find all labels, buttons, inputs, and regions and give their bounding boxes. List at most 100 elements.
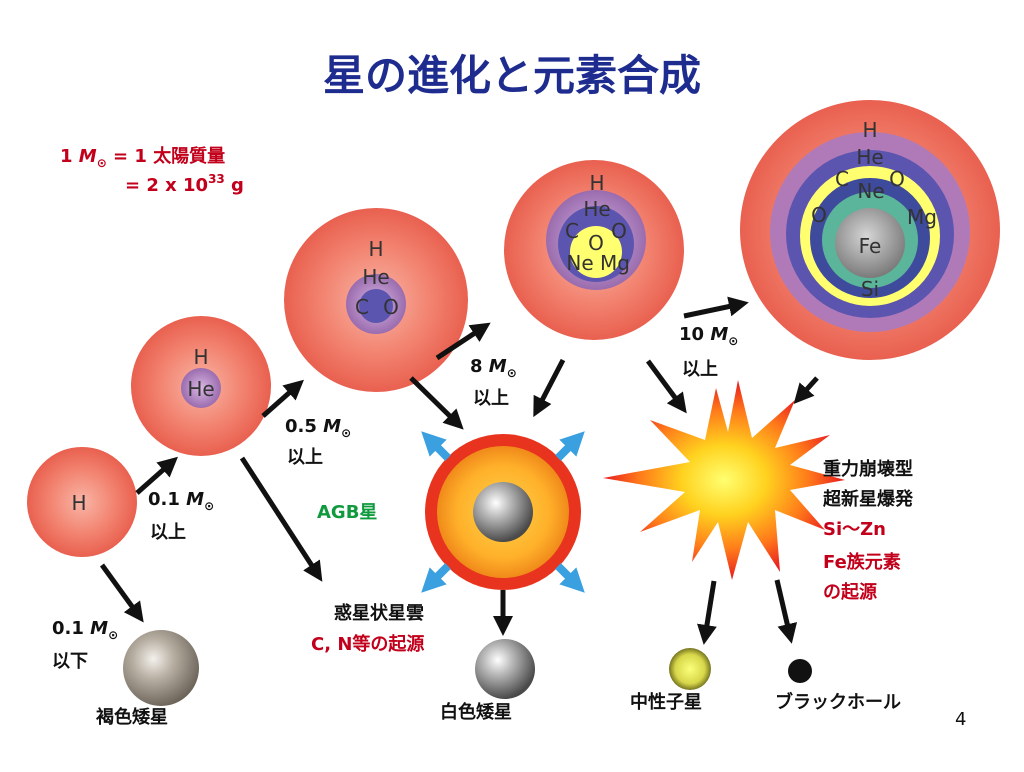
threshold-number: 10 [679,324,710,345]
star-5-element-he: He [856,145,883,169]
arrow-star3-agb [409,376,464,430]
mass-unit-line2-pre: = 2 x 10 [125,175,208,196]
star-5-element-fe: Fe [859,234,882,258]
star-5-element-mg: Mg [907,205,937,229]
black-hole-label: ブラックホール [775,691,901,713]
threshold-text: 以上 [473,388,509,409]
threshold-sub: ⊙ [507,366,517,380]
neutron-star-label: 中性子星 [630,691,702,713]
mass-unit-line1-pre: 1 [60,146,79,167]
supernova-label-line1: 重力崩壊型 [823,458,913,480]
mass-unit-symbol: M [79,146,97,167]
mass-unit-sub: ⊙ [97,156,107,170]
threshold-number: 0.5 [285,416,323,437]
arrow-star4-star5 [683,296,749,319]
mass-unit-definition: 1 M⊙ = 1 太陽質量 = 2 x 1033 g [60,145,244,196]
svg-text:0.5 M⊙: 0.5 M⊙ [285,416,351,440]
threshold-8-above: 8 M⊙ 以上 [470,356,517,409]
star-3-element-o: O [383,295,399,319]
supernova-label-line5: の起源 [823,581,877,603]
star-5-element-c: C [835,167,849,191]
arrow-star1-brown-dwarf [99,563,144,623]
svg-text:= 2 x 1033 g: = 2 x 1033 g [125,172,244,196]
outflow-arrow-nw [421,431,451,461]
supernova-label-line2: 超新星爆発 [823,488,914,510]
star-5-element-o-inner: O [811,203,827,227]
threshold-sub: ⊙ [728,334,738,348]
star-2-he-core [181,368,221,408]
threshold-0-1-below: 0.1 M⊙ 以下 [52,618,118,672]
mass-unit-line1-post: = 1 太陽質量 [107,145,225,167]
threshold-unit: M [323,416,341,437]
arrow-star3-star4 [435,322,491,361]
brown-dwarf [123,630,199,706]
agb-outflow-arrows [421,431,585,593]
arrow-star4-agb [533,358,566,418]
black-hole [788,659,812,683]
white-dwarf-label: 白色矮星 [440,701,512,723]
nebula-label: 惑星状星雲 [334,602,424,624]
threshold-10-above: 10 M⊙ 以上 [679,324,738,380]
threshold-unit: M [710,324,728,345]
star-1-envelope [27,447,137,557]
threshold-text: 以上 [682,359,718,380]
threshold-0-1-above: 0.1 M⊙ 以上 [148,489,214,543]
neutron-star [669,648,711,690]
star-3-element-h: H [368,237,383,261]
evolution-arrows [99,296,819,645]
star-4-element-ne: Ne [566,251,593,275]
arrow-star1-star2 [135,456,178,495]
agb-core [473,482,533,542]
arrow-star5-supernova [793,376,819,404]
threshold-number: 0.1 [148,489,186,510]
outflow-arrow-se [555,563,585,593]
star-2-element-h: H [193,345,208,369]
star-5-element-h: H [862,118,877,142]
threshold-unit: M [489,356,507,377]
agb-star [421,431,585,593]
star-low-mass: H [27,447,137,557]
arrow-star2-star3 [261,379,304,418]
threshold-unit: M [90,618,108,639]
svg-text:10 M⊙: 10 M⊙ [679,324,738,348]
brown-dwarf-label: 褐色矮星 [95,706,168,728]
svg-text:0.1 M⊙: 0.1 M⊙ [148,489,214,513]
star-4-element-o-outer: O [611,219,627,243]
star-4-element-mg: Mg [600,251,630,275]
star-5-element-ne: Ne [857,179,884,203]
threshold-sub: ⊙ [204,499,214,513]
star-2: H He [131,316,271,456]
page-title: 星の進化と元素合成 [323,51,701,100]
nebula-origin-label: C, N等の起源 [311,633,424,655]
svg-text:0.1 M⊙: 0.1 M⊙ [52,618,118,642]
arrow-star4-supernova [645,359,687,414]
page-number: 4 [955,709,966,730]
threshold-number: 8 [470,356,489,377]
outflow-arrow-sw [421,563,451,593]
star-4-nemg-core [570,226,622,278]
star-3: H He C O [284,208,468,392]
arrow-star2-nebula [239,456,323,582]
threshold-text: 以上 [150,522,186,543]
threshold-unit: M [186,489,204,510]
supernova-label-line4: Fe族元素 [823,551,901,573]
star-4: H He C O O Ne Mg [504,160,684,340]
star-3-element-he: He [362,265,389,289]
threshold-0-5-above: 0.5 M⊙ 以上 [285,416,351,468]
threshold-number: 0.1 [52,618,90,639]
white-dwarf [475,639,535,699]
star-3-element-c: C [355,295,369,319]
mass-unit-exponent: 33 [208,172,225,186]
star-4-element-o-inner: O [588,231,604,255]
star-4-element-c: C [565,219,579,243]
svg-text:1 M⊙ = 1 太陽質量: 1 M⊙ = 1 太陽質量 [60,145,225,170]
star-1-element-h: H [71,491,86,515]
star-2-element-he: He [187,377,214,401]
star-5-element-o-outer: O [889,167,905,191]
agb-label: AGB星 [317,502,377,523]
star-4-element-he: He [583,197,610,221]
threshold-text: 以上 [287,447,323,468]
threshold-sub: ⊙ [108,628,118,642]
star-3-co-core [359,289,393,323]
